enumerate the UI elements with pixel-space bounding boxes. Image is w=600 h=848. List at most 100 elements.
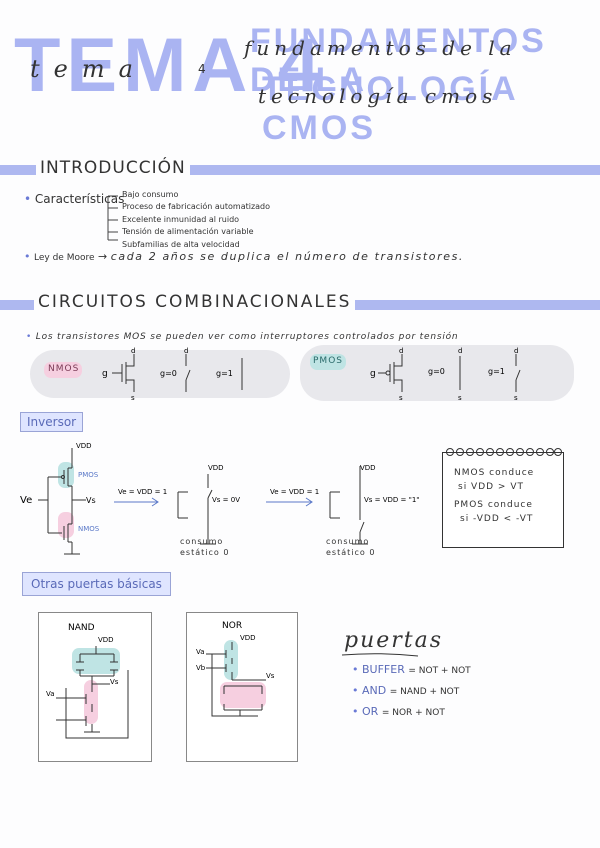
pmos-d: d — [399, 347, 403, 355]
header-script-line2: tecnología cmos — [258, 84, 498, 108]
inv-nmos: NMOS — [78, 525, 100, 533]
note-line2: si VDD > VT — [458, 482, 524, 492]
consumo-1a: consumo — [180, 537, 224, 546]
bullet-dot: • — [352, 663, 359, 676]
header-big-title-line1: FUNDAMENTOS DE LA — [250, 22, 547, 99]
list-item: Proceso de fabricación automatizado — [122, 202, 271, 212]
open-switch-icon — [515, 354, 521, 392]
bullet-dot: • — [352, 705, 359, 718]
note-card — [442, 452, 564, 548]
consumo-2a: consumo — [326, 537, 370, 546]
pmos-transistor-symbol — [378, 354, 403, 392]
bullet-dot: • — [26, 332, 33, 342]
inv-ve: Ve — [20, 495, 32, 506]
inv-arrow2: Ve = VDD = 1 — [270, 488, 319, 496]
nmos-d: d — [131, 347, 135, 355]
nor-va: Va — [196, 648, 205, 656]
consumo-1b: estático 0 — [180, 548, 230, 557]
circuitos-title: CIRCUITOS COMBINACIONALES — [34, 292, 356, 312]
puerta-key: OR — [362, 705, 379, 718]
inv-vdd-right: VDD — [360, 464, 376, 472]
pmos-s: s — [399, 394, 403, 402]
pmos-d2: d — [458, 347, 462, 355]
header-script-line1: fundamentos de la — [244, 36, 517, 60]
inv-vs: Vs — [86, 496, 96, 505]
inv-arrow1: Ve = VDD = 1 — [118, 488, 167, 496]
inv-vdd-mid: VDD — [208, 464, 224, 472]
circuitos-intro-text: Los transistores MOS se pueden ver como … — [35, 332, 459, 342]
nmos-s: s — [131, 394, 135, 402]
gates-diagram: NAND VDD Vs Va NOR VDD Va Vb Vs — [46, 621, 275, 739]
inv-pmos: PMOS — [78, 471, 99, 479]
pmos-g: g — [370, 369, 376, 379]
consumo-1: consumo estático 0 — [180, 536, 229, 558]
puerta-key: BUFFER — [362, 663, 405, 676]
switch-diagrams: g d s g=0 d g=1 g d s g=0 d s g=1 d s — [102, 347, 521, 402]
nmos-g1: g=1 — [216, 369, 233, 378]
moore-text: cada 2 años se duplica el número de tran… — [110, 250, 465, 263]
puerta-rest: = NOT + NOT — [408, 666, 471, 676]
nand-va: Va — [46, 690, 55, 698]
moore-line: • Ley de Moore → cada 2 años se duplica … — [24, 250, 464, 263]
moore-label: Ley de Moore — [34, 253, 95, 263]
nand-vdd: VDD — [98, 636, 114, 644]
arrow-icon: → — [98, 250, 108, 263]
inversor-tag: Inversor — [20, 412, 84, 432]
intro-bar — [0, 165, 600, 175]
nmos-g: g — [102, 369, 108, 379]
bullet-dot: • — [24, 192, 32, 206]
note-line4: si -VDD < -VT — [460, 514, 534, 524]
pmos-g0: g=0 — [428, 367, 445, 376]
nmos-transistor-symbol — [112, 354, 135, 392]
puerta-rest: = NOR + NOT — [381, 708, 445, 718]
nand-title: NAND — [68, 623, 95, 633]
note-line1: NMOS conduce — [454, 468, 535, 478]
list-item: • BUFFER = NOT + NOT — [352, 660, 471, 681]
inv-vs-one: Vs = VDD = "1" — [364, 496, 420, 504]
bullet-dot: • — [352, 684, 359, 697]
note-text: NMOS conduce si VDD > VT PMOS conduce si… — [454, 466, 534, 526]
nmos-g0: g=0 — [160, 369, 177, 378]
nmos-label: NMOS — [48, 364, 80, 374]
puertas-tag: Otras puertas básicas — [22, 572, 171, 596]
list-item: Tensión de alimentación variable — [122, 227, 254, 237]
caracteristicas-bracket — [107, 195, 118, 241]
note-line3: PMOS conduce — [454, 500, 533, 510]
consumo-2: consumo estático 0 — [326, 536, 375, 558]
list-item: Subfamilias de alta velocidad — [122, 239, 240, 249]
header-tema-number: 4 — [198, 62, 206, 76]
pmos-d3: d — [514, 347, 518, 355]
caracteristicas-label: Características — [34, 192, 125, 206]
caracteristicas-list: Bajo consumo Proceso de fabricación auto… — [122, 189, 270, 251]
pmos-s3: s — [514, 394, 518, 402]
nor-vdd: VDD — [240, 634, 256, 642]
list-item: Bajo consumo — [122, 190, 179, 199]
nor-title: NOR — [222, 621, 242, 631]
puertas-underline — [341, 653, 419, 657]
intro-title: INTRODUCCIÓN — [36, 158, 190, 178]
puerta-key: AND — [362, 684, 387, 697]
nand-vs: Vs — [110, 678, 119, 686]
puertas-script-title: puertas — [344, 628, 444, 653]
pmos-g1: g=1 — [488, 367, 505, 376]
header-tema-script: tema — [30, 55, 147, 83]
header-big-tema: TEMA 4 — [14, 23, 326, 108]
open-switch-icon — [185, 354, 191, 392]
inv-vs-zero: Vs = 0V — [212, 496, 240, 504]
circuitos-intro: • Los transistores MOS se pueden ver com… — [26, 332, 458, 342]
header-big-title-line2: TECNOLOGÍA CMOS — [262, 70, 518, 147]
pmos-pill — [300, 345, 574, 401]
nmos-d2: d — [184, 347, 188, 355]
notepad-rings-icon — [446, 448, 562, 456]
consumo-2b: estático 0 — [326, 548, 376, 557]
nmos-highlight-inv — [58, 512, 74, 538]
nand-nmos-highlight — [84, 680, 98, 724]
pmos-highlight — [310, 354, 346, 370]
caracteristicas-bullet: • Características — [24, 192, 124, 206]
inv-vdd: VDD — [76, 442, 92, 450]
bullet-dot: • — [24, 250, 31, 263]
list-item: Excelente inmunidad al ruido — [122, 214, 240, 224]
pmos-label: PMOS — [313, 356, 343, 366]
nor-vb: Vb — [196, 664, 206, 672]
nor-vs: Vs — [266, 672, 275, 680]
